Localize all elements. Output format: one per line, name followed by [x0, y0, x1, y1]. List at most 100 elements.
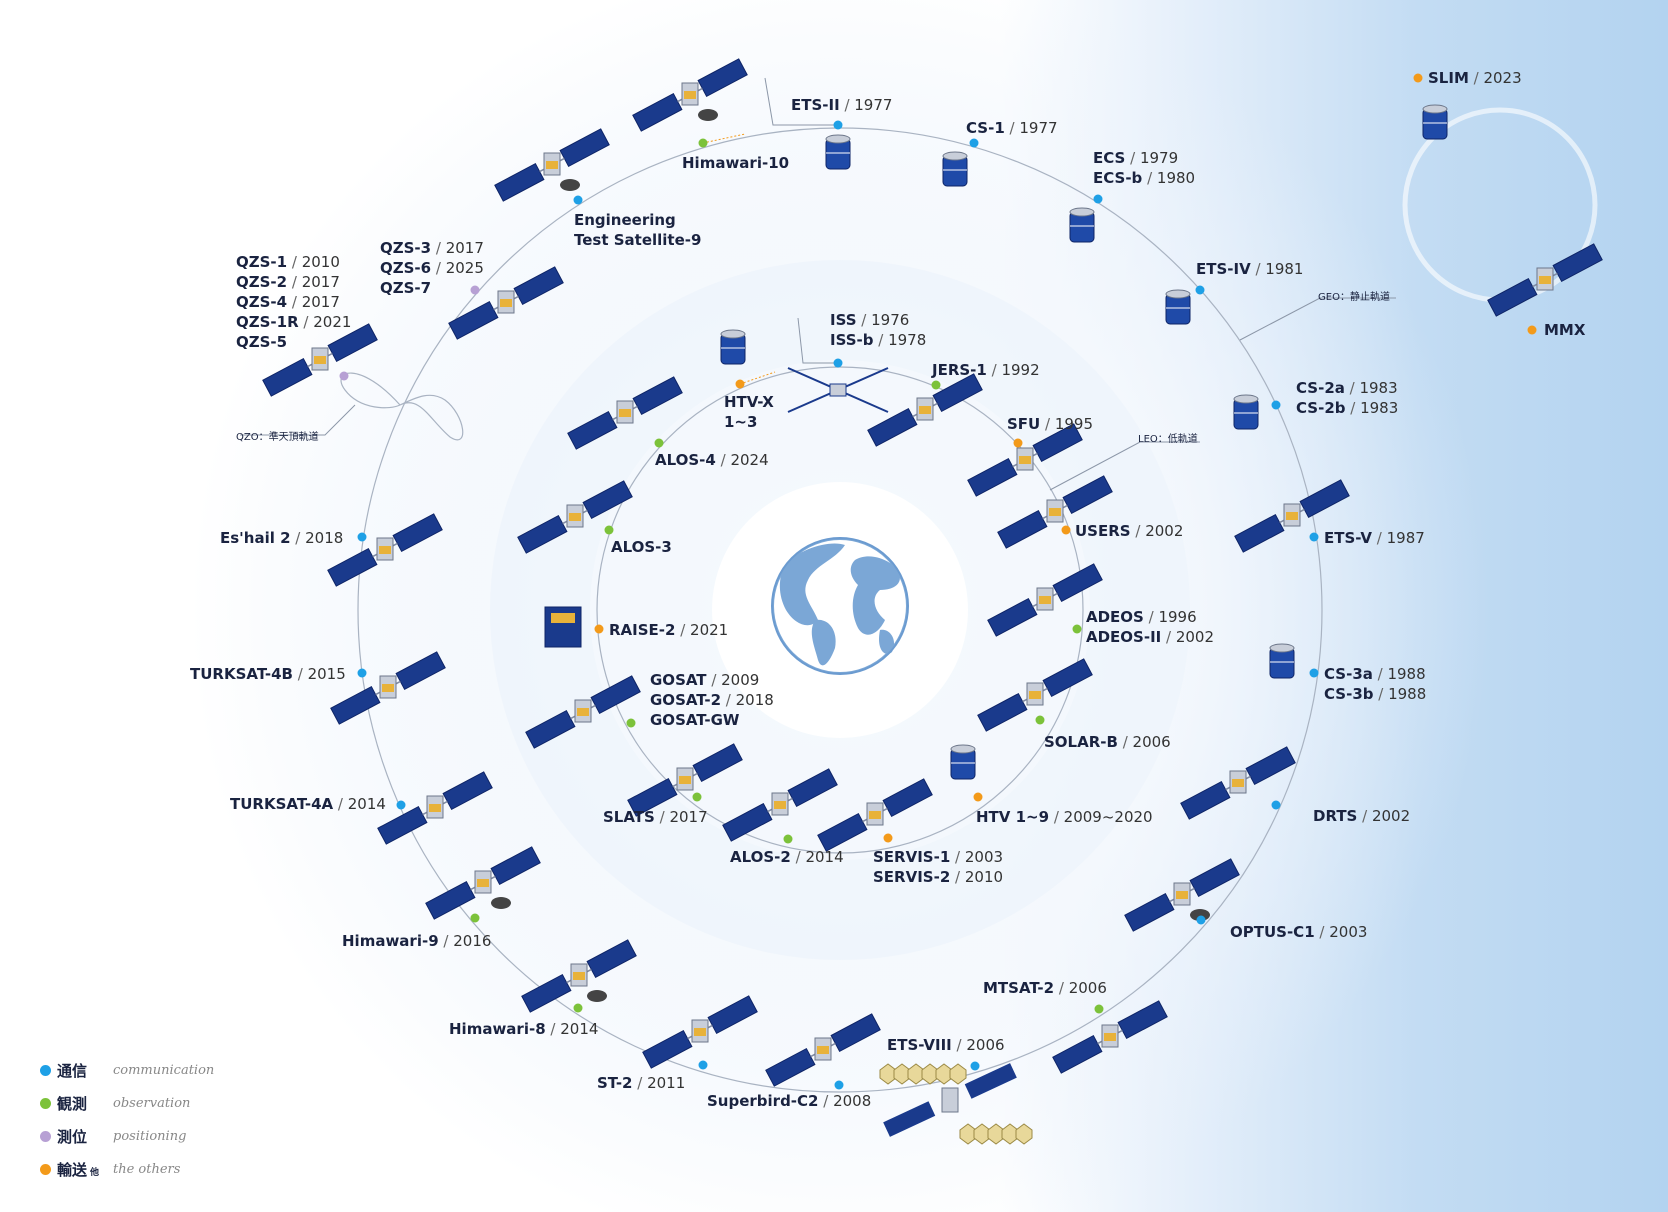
satellite-name: MTSAT-2 [983, 979, 1055, 997]
himawari10-dotted-line [702, 133, 746, 144]
separator: / [632, 1074, 648, 1092]
servis-label-line: SERVIS-2 / 2010 [873, 867, 1003, 887]
slats-satellite-icon [627, 743, 743, 817]
cs2-satellite-icon [1233, 394, 1259, 430]
satellite-name: RAISE-2 [609, 621, 676, 639]
st2-label: ST-2 / 2011 [597, 1073, 685, 1093]
himawari8-satellite-icon [521, 939, 637, 1013]
legend-dot [40, 1065, 51, 1076]
legend-label-en: observation [113, 1096, 191, 1111]
legend-label-jp: 測位 [57, 1126, 113, 1147]
launch-year: 1976 [871, 311, 910, 329]
himawari10-satellite-icon [632, 58, 748, 132]
satellite-name: ADEOS-II [1086, 628, 1162, 646]
launch-year: 2025 [445, 259, 484, 277]
launch-year: 1977 [854, 96, 893, 114]
satellite-name: Engineering [574, 211, 676, 229]
drts-satellite-icon [1180, 746, 1296, 820]
himawari8-label: Himawari-8 / 2014 [449, 1019, 598, 1039]
adeos-orbit-dot [1072, 624, 1082, 634]
mtsat2-satellite-icon [1052, 1000, 1168, 1074]
separator: / [1372, 529, 1387, 547]
separator: / [1345, 399, 1361, 417]
separator: / [715, 451, 731, 469]
eshail-orbit-dot [357, 532, 367, 542]
separator: / [721, 691, 736, 709]
satellite-name: CS-3a [1324, 665, 1373, 683]
mtsat2-orbit-dot [1094, 1004, 1104, 1014]
separator: / [431, 239, 446, 257]
separator: / [818, 1092, 834, 1110]
qzs1-label-line: QZS-5 [236, 332, 351, 352]
ets9-satellite-icon [494, 128, 610, 202]
superbird-satellite-icon [765, 1013, 881, 1087]
launch-year: 2015 [307, 665, 346, 683]
ets8-orbit-dot [970, 1061, 980, 1071]
separator: / [298, 313, 314, 331]
alos4-label-line: ALOS-4 / 2024 [655, 450, 769, 470]
ets4-label-line: ETS-IV / 1981 [1196, 259, 1303, 279]
geo-leader-line [1239, 297, 1396, 341]
launch-year: 2006 [966, 1036, 1005, 1054]
launch-year: 2010 [964, 868, 1004, 886]
qzs3-label-line: QZS-7 [380, 278, 484, 298]
satellite-name: CS-2b [1296, 399, 1346, 417]
launch-year: 2018 [305, 529, 344, 547]
satellite-name: ETS-VIII [887, 1036, 952, 1054]
optus-label: OPTUS-C1 / 2003 [1230, 922, 1367, 942]
eshail-satellite-icon [327, 513, 443, 587]
separator: / [950, 868, 965, 886]
satellite-name: CS-1 [966, 119, 1005, 137]
sfu-satellite-icon [967, 423, 1083, 497]
legend-jp-text: 観測 [57, 1095, 88, 1113]
separator: / [1040, 415, 1055, 433]
satellite-name: QZS-1R [236, 313, 299, 331]
separator: / [1357, 807, 1372, 825]
cs2-label-line: CS-2a / 1983 [1296, 378, 1398, 398]
ets9-label-line: Engineering [574, 210, 701, 230]
launch-year: 2002 [1371, 807, 1411, 825]
satellite-name: ST-2 [597, 1074, 633, 1092]
turksat4a-orbit-dot [396, 800, 406, 810]
satellite-name: HTV-X [724, 393, 774, 411]
drts-label-line: DRTS / 2002 [1313, 806, 1410, 826]
satellite-name: Es'hail 2 [220, 529, 291, 547]
qzo-orbit-label: QZO：準天頂軌道 [236, 432, 319, 443]
satellite-name: ALOS-3 [611, 538, 672, 556]
st2-label-line: ST-2 / 2011 [597, 1073, 685, 1093]
htv-satellite-icon [950, 744, 976, 780]
satellite-name: ADEOS [1086, 608, 1144, 626]
ets5-label: ETS-V / 1987 [1324, 528, 1425, 548]
legend-label-jp: 観測 [57, 1093, 113, 1114]
solarb-label: SOLAR-B / 2006 [1044, 732, 1171, 752]
qzs1-label-line: QZS-1 / 2010 [236, 252, 351, 272]
launch-year: 2017 [301, 293, 340, 311]
superbird-label: Superbird-C2 / 2008 [707, 1091, 871, 1111]
alos3-orbit-dot [604, 525, 614, 535]
ets4-label: ETS-IV / 1981 [1196, 259, 1303, 279]
separator: / [1344, 379, 1360, 397]
leo-leader-line [1049, 441, 1200, 491]
ets2-leader-line [764, 77, 840, 126]
turksat4b-orbit-dot [357, 668, 367, 678]
cs1-label: CS-1 / 1977 [966, 118, 1058, 138]
separator: / [675, 621, 691, 639]
launch-year: 1992 [1001, 361, 1040, 379]
qzs3-label-line: QZS-6 / 2025 [380, 258, 484, 278]
launch-year: 2009~2020 [1063, 808, 1153, 826]
ets2-label-line: ETS-II / 1977 [791, 95, 892, 115]
satellite-name: Himawari-10 [682, 154, 790, 172]
st2-orbit-dot [698, 1060, 708, 1070]
separator: / [545, 1020, 561, 1038]
jers1-orbit-dot [931, 380, 941, 390]
cs3-label-line: CS-3a / 1988 [1324, 664, 1426, 684]
satellite-name: ETS-V [1324, 529, 1373, 547]
satellite-name: GOSAT-GW [650, 711, 740, 729]
adeos-satellite-icon [987, 563, 1103, 637]
qzs3-orbit-dot [470, 285, 480, 295]
launch-year: 2021 [690, 621, 729, 639]
launch-year: 2014 [805, 848, 844, 866]
